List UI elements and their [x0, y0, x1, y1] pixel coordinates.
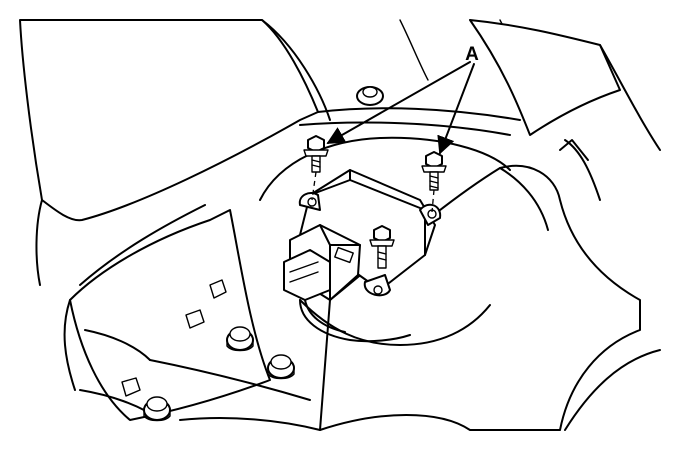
- nut-1: [226, 326, 254, 352]
- control-unit: [283, 169, 442, 343]
- callout-label: A: [465, 44, 479, 65]
- bolt-housing: [356, 86, 384, 106]
- console-housing: [19, 19, 661, 431]
- bolt-right: [421, 151, 447, 191]
- bolt-left: [303, 135, 329, 173]
- nut-3: [143, 396, 171, 422]
- bolt-icon: [303, 86, 447, 269]
- alignment-lines: [311, 171, 435, 213]
- bracket-studs: [121, 279, 227, 397]
- nut-icon: [143, 326, 295, 422]
- bolt-center: [369, 225, 395, 269]
- nut-2: [267, 354, 295, 380]
- callout-arrows: [326, 61, 475, 155]
